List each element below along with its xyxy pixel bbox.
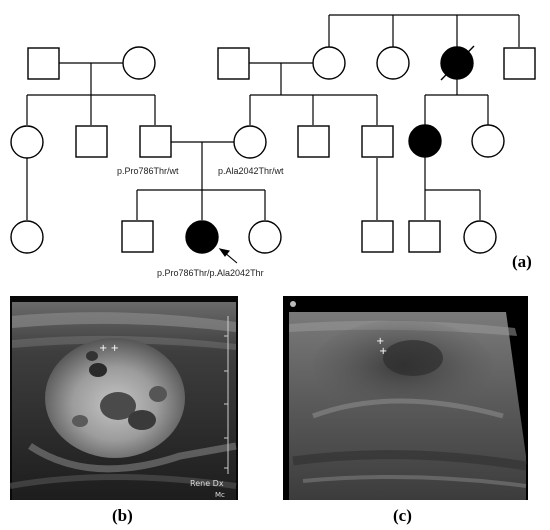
female-unaffected-symbol — [312, 46, 346, 80]
caliper-marker: + — [376, 336, 384, 347]
proband-symbol — [185, 220, 219, 254]
caliper-marker: + — [379, 346, 387, 357]
probe-marker-icon — [290, 301, 296, 307]
pedigree-chart: p.Pro786Thr/wt p.Ala2042Thr/wt p.Pro786T… — [10, 14, 536, 278]
proband-variant-label: p.Pro786Thr/p.Ala2042Thr — [157, 268, 264, 278]
mother-variant-label: p.Ala2042Thr/wt — [218, 166, 284, 176]
ultrasound-annotation: Mc — [215, 491, 225, 499]
female-affected-symbol — [408, 124, 442, 158]
male-unaffected-symbol — [121, 220, 154, 253]
depth-scale — [224, 316, 229, 474]
ultrasound-image-b: + + Rene Dx Mc — [10, 296, 238, 500]
panel-a-label: (a) — [512, 252, 532, 271]
male-unaffected-symbol — [408, 220, 441, 253]
proband-arrow — [218, 248, 238, 264]
caliper-marker: + + — [99, 343, 119, 354]
male-unaffected-symbol — [297, 125, 330, 158]
panel-b-label: (b) — [112, 506, 133, 525]
female-unaffected-symbol — [471, 124, 505, 158]
male-unaffected-symbol — [503, 47, 536, 80]
ultrasound-annotation: Rene Dx — [190, 479, 224, 488]
male-unaffected-symbol — [27, 47, 60, 80]
female-unaffected-symbol — [248, 220, 282, 254]
male-unaffected-symbol — [217, 47, 250, 80]
panel-c-label: (c) — [393, 506, 412, 525]
female-unaffected-symbol — [463, 220, 497, 254]
deceased-slash — [440, 45, 475, 81]
father-variant-label: p.Pro786Thr/wt — [117, 166, 179, 176]
male-unaffected-symbol — [361, 125, 394, 158]
female-unaffected-symbol — [10, 125, 44, 159]
male-unaffected-symbol — [75, 125, 108, 158]
ultrasound-image-c: + + — [283, 296, 528, 500]
female-unaffected-symbol — [122, 46, 156, 80]
male-unaffected-symbol — [361, 220, 394, 253]
mother-symbol — [233, 125, 267, 159]
female-unaffected-symbol — [10, 220, 44, 254]
female-unaffected-symbol — [376, 46, 410, 80]
father-symbol — [139, 125, 172, 158]
